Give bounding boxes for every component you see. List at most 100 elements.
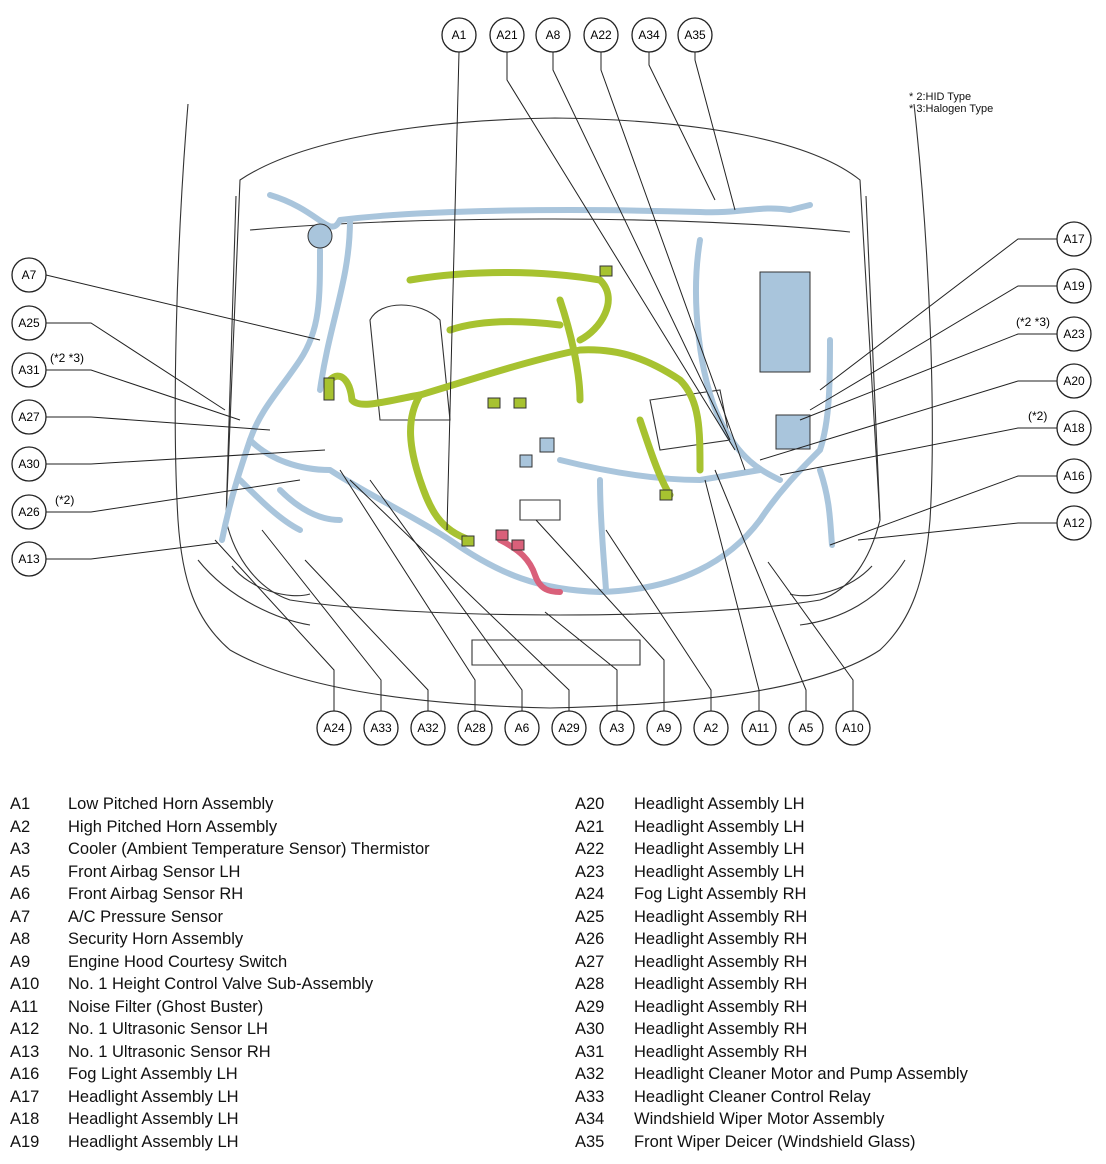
legend-code: A1 bbox=[10, 795, 31, 813]
legend-description: Headlight Assembly LH bbox=[634, 862, 805, 881]
main-wire-harness bbox=[219, 192, 835, 595]
legend-row-a35: A35 Front Wiper Deicer (Windshield Glass) bbox=[575, 1131, 968, 1154]
callout-circle bbox=[551, 710, 587, 746]
callout-label: A22 bbox=[590, 28, 612, 42]
legend-code: A10 bbox=[10, 975, 40, 993]
callout-circle bbox=[1056, 410, 1092, 446]
legend-code: A5 bbox=[10, 862, 31, 881]
callout-a35: A35 bbox=[677, 17, 713, 53]
legend-code: A11 bbox=[10, 997, 39, 1016]
callout-label: A5 bbox=[799, 721, 814, 735]
callout-circle bbox=[11, 494, 47, 530]
legend-code: A26 bbox=[575, 930, 605, 948]
legend-code: A23 bbox=[575, 862, 605, 881]
callout-circle bbox=[583, 17, 619, 53]
legend-code: A29 bbox=[575, 997, 605, 1016]
legend-description: Headlight Cleaner Control Relay bbox=[634, 1087, 871, 1106]
callout-label: A31 bbox=[18, 363, 40, 377]
callout-circle bbox=[677, 17, 713, 53]
callout-circle bbox=[599, 710, 635, 746]
qualifier-a26: (*2) bbox=[55, 493, 74, 507]
callout-label: A19 bbox=[1063, 279, 1085, 293]
callout-circle bbox=[1056, 363, 1092, 399]
callout-label: A30 bbox=[18, 457, 40, 471]
callout-circle bbox=[693, 710, 729, 746]
callout-a8: A8 bbox=[535, 17, 571, 53]
callout-circle bbox=[11, 305, 47, 341]
callout-label: A7 bbox=[22, 268, 37, 282]
legend-description: Headlight Assembly RH bbox=[634, 1020, 808, 1038]
callout-label: A2 bbox=[704, 721, 719, 735]
legend-description: Headlight Assembly LH bbox=[634, 840, 805, 858]
qualifier-a31: (*2 *3) bbox=[50, 351, 84, 365]
legend-code: A25 bbox=[575, 907, 605, 926]
legend-description: Front Wiper Deicer (Windshield Glass) bbox=[634, 1132, 916, 1151]
callout-a27: A27 bbox=[11, 399, 47, 435]
callout-label: A27 bbox=[18, 410, 40, 424]
callout-a22: A22 bbox=[583, 17, 619, 53]
legend-description: No. 1 Ultrasonic Sensor RH bbox=[68, 1042, 271, 1061]
callout-label: A16 bbox=[1063, 469, 1085, 483]
qualifier-a23: (*2 *3) bbox=[1016, 315, 1050, 329]
callout-label: A29 bbox=[558, 721, 580, 735]
callout-a11: A11 bbox=[741, 710, 777, 746]
callout-circle bbox=[1056, 505, 1092, 541]
engine-wire-harness bbox=[326, 269, 704, 544]
callout-a25: A25 bbox=[11, 305, 47, 341]
callout-label: A18 bbox=[1063, 421, 1085, 435]
legend-code: A30 bbox=[575, 1020, 605, 1038]
callout-label: A17 bbox=[1063, 232, 1085, 246]
legend-code: A9 bbox=[10, 952, 31, 971]
legend-description: Fog Light Assembly RH bbox=[634, 885, 807, 903]
callout-a33: A33 bbox=[363, 710, 399, 746]
callout-circle bbox=[11, 257, 47, 293]
legend-code: A35 bbox=[575, 1132, 605, 1151]
legend-code: A16 bbox=[10, 1065, 40, 1083]
callout-circle bbox=[535, 17, 571, 53]
callout-a23: A23 bbox=[1056, 316, 1092, 352]
callout-label: A21 bbox=[496, 28, 518, 42]
legend-description: Fog Light Assembly LH bbox=[68, 1065, 238, 1083]
legend-code: A18 bbox=[10, 1110, 40, 1128]
legend-description: Headlight Assembly RH bbox=[634, 952, 808, 971]
callout-a5: A5 bbox=[788, 710, 824, 746]
legend-code: A21 bbox=[575, 817, 605, 836]
legend-description: Headlight Assembly RH bbox=[634, 1042, 808, 1061]
callout-label: A20 bbox=[1063, 374, 1085, 388]
legend-code: A8 bbox=[10, 930, 31, 948]
callout-circle bbox=[835, 710, 871, 746]
callout-a17: A17 bbox=[1056, 221, 1092, 257]
callout-circle bbox=[741, 710, 777, 746]
callout-circle bbox=[441, 17, 477, 53]
callout-a18: A18 bbox=[1056, 410, 1092, 446]
legend-code: A32 bbox=[575, 1065, 605, 1083]
vehicle-outline bbox=[174, 103, 933, 709]
legend-code: A28 bbox=[575, 975, 605, 993]
legend-description: Cooler (Ambient Temperature Sensor) Ther… bbox=[68, 840, 430, 858]
callout-a28: A28 bbox=[457, 710, 493, 746]
legend-code: A19 bbox=[10, 1132, 40, 1151]
legend-code: A7 bbox=[10, 907, 31, 926]
callout-label: A3 bbox=[610, 721, 625, 735]
callout-label: A1 bbox=[452, 28, 467, 42]
legend-description: Front Airbag Sensor RH bbox=[68, 885, 244, 903]
callout-a10: A10 bbox=[835, 710, 871, 746]
callout-a6: A6 bbox=[504, 710, 540, 746]
legend-code: A13 bbox=[10, 1042, 40, 1061]
